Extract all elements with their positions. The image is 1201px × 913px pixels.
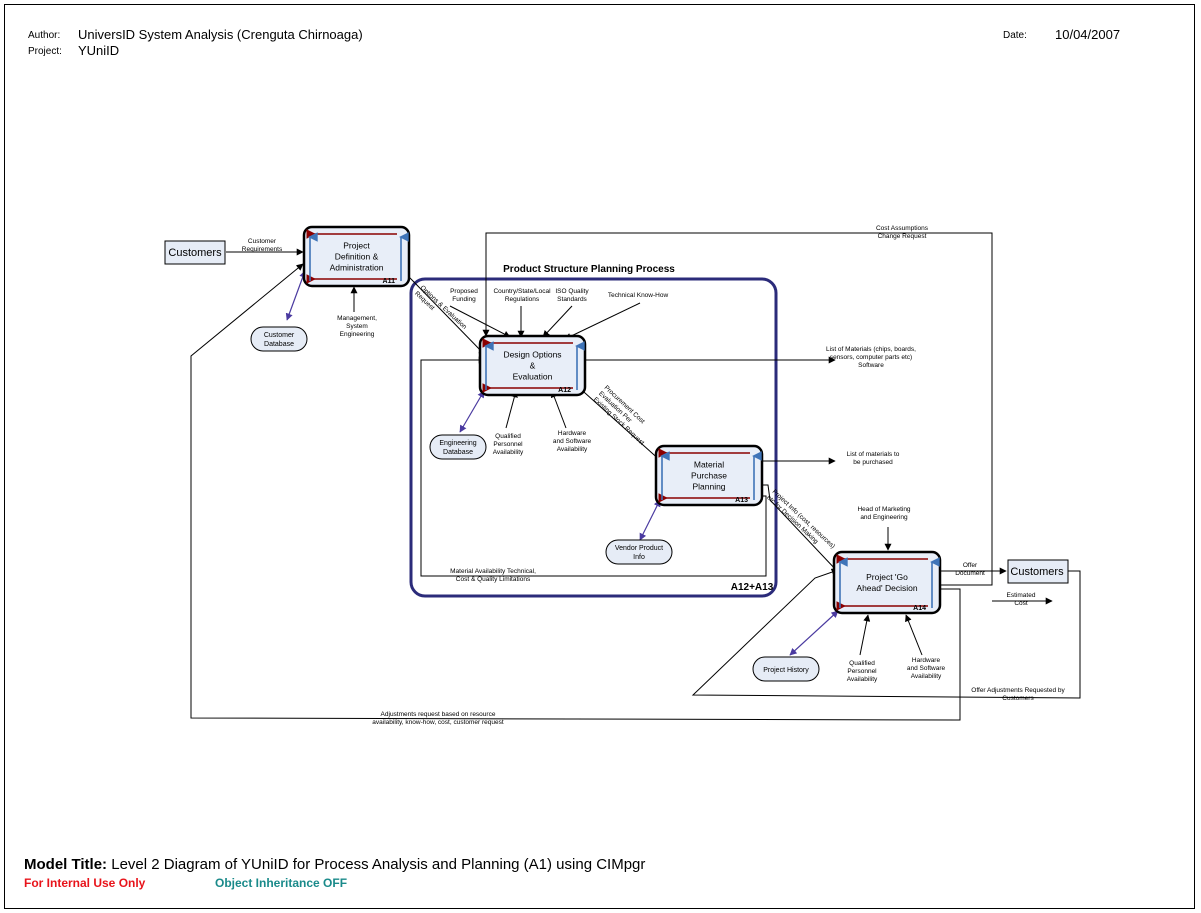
date-label: Date: — [1003, 30, 1027, 41]
label-know-how: Technical Know-How — [608, 292, 669, 299]
project-value: YUniID — [78, 43, 120, 58]
assoc-customer-db — [285, 270, 307, 321]
flow-proposed-funding — [449, 305, 511, 338]
project-label: Project: — [28, 46, 62, 57]
flow-personnel-14 — [859, 614, 871, 656]
flow-hw-sw-12 — [550, 390, 567, 429]
external-customers-left: Customers — [164, 240, 226, 265]
author-value: UniversID System Analysis (Crenguta Chir… — [78, 27, 363, 42]
external-customers-right: Customers — [1007, 559, 1069, 584]
label-procurement: Procurement CostEvaluation PerExisting S… — [592, 384, 657, 447]
date-value: 10/04/2007 — [1055, 27, 1121, 42]
flow-offer-adjustments — [691, 568, 1081, 699]
assoc-engineering-db — [459, 390, 485, 433]
process-a11-code: A11 — [383, 278, 396, 285]
flow-cost-assumptions — [482, 232, 993, 586]
process-a12-label: Design Options&Evaluation — [503, 350, 561, 382]
process-a14-code: A14 — [913, 605, 926, 612]
flow-iso — [542, 305, 573, 338]
object-inheritance-note: Object Inheritance OFF — [215, 876, 348, 890]
process-a12-code: A12 — [558, 387, 571, 394]
internal-use-note: For Internal Use Only — [24, 876, 146, 890]
customers-left-label: Customers — [168, 247, 222, 259]
flow-material-limits — [420, 356, 767, 577]
model-title: Model Title: Level 2 Diagram of YUniID f… — [24, 856, 645, 873]
model-title-label: Model Title: — [24, 856, 108, 873]
label-list-materials: List of Materials (chips, boards,sensors… — [826, 346, 916, 369]
flow-hw-sw-14 — [905, 614, 923, 656]
customers-right-label: Customers — [1010, 566, 1064, 578]
flow-personnel-12 — [505, 390, 518, 429]
model-title-value: Level 2 Diagram of YUniID for Process An… — [111, 856, 646, 873]
flow-adjustments-request — [190, 263, 961, 721]
process-a13-code: A13 — [735, 497, 748, 504]
page-frame — [4, 4, 1195, 909]
flow-project-info — [762, 484, 839, 573]
group-title: Product Structure Planning Process — [503, 264, 675, 275]
store-project-history: Project History — [752, 656, 820, 682]
group-box — [409, 277, 778, 598]
label-material-limits: Material Availability Technical,Cost & Q… — [450, 568, 536, 583]
assoc-project-history — [789, 610, 839, 656]
group-label: A12+A13 — [731, 582, 774, 593]
flow-know-how — [564, 302, 641, 340]
store-project-history-label: Project History — [763, 667, 809, 674]
flow-procurement — [574, 383, 663, 463]
author-label: Author: — [28, 30, 61, 41]
assoc-vendor-info — [639, 499, 661, 541]
